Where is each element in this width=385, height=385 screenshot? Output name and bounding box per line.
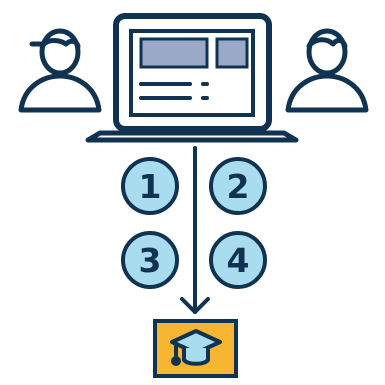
down-arrow-icon	[180, 146, 210, 314]
graduation-badge	[153, 319, 238, 378]
laptop-icon	[85, 13, 299, 143]
screen-panel-large	[139, 37, 209, 69]
step-1-badge: 1	[121, 157, 179, 215]
person-right-icon	[285, 28, 369, 113]
screen-panel-small	[215, 37, 249, 69]
laptop-base	[85, 130, 299, 143]
step-3-badge: 3	[121, 231, 179, 289]
graduation-cap-icon	[170, 329, 222, 366]
step-4-label: 4	[227, 241, 250, 280]
screen-text-lines	[139, 82, 209, 100]
step-4-badge: 4	[209, 231, 267, 289]
step-2-badge: 2	[209, 157, 267, 215]
step-3-label: 3	[139, 241, 162, 280]
step-2-label: 2	[227, 167, 250, 206]
step-1-label: 1	[139, 167, 162, 206]
person-left-icon	[18, 28, 102, 113]
steps-group: 1 2 3 4	[121, 157, 267, 289]
